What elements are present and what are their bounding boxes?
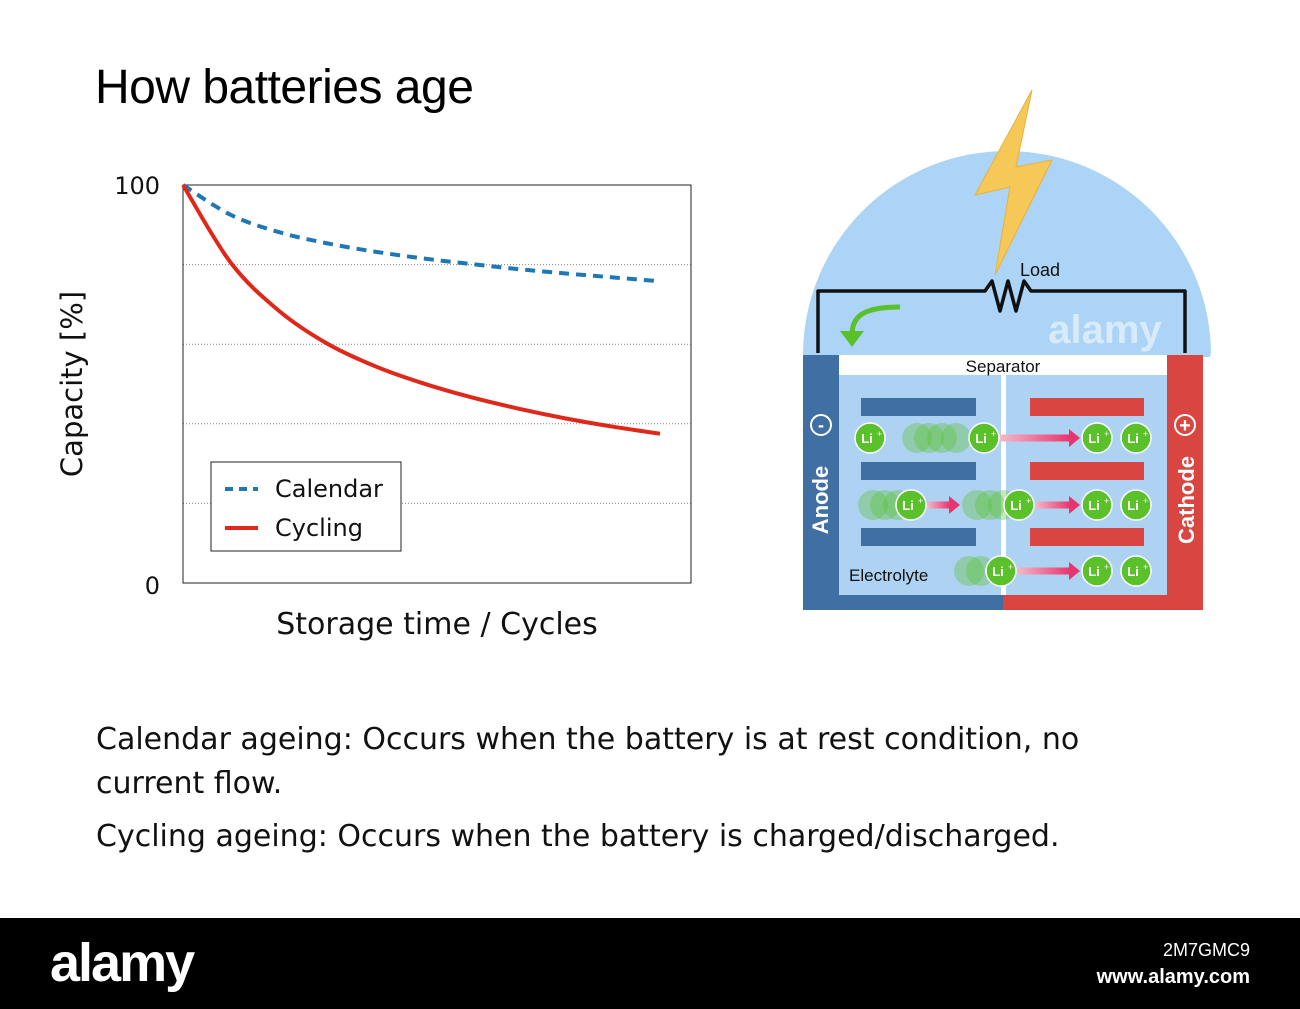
series-line-cycling [181, 183, 661, 436]
electrolyte-label: Electrolyte [849, 566, 928, 585]
anode-sign: - [818, 415, 824, 435]
background-circle [803, 151, 1211, 355]
ion-flow-arrow-icon [927, 496, 960, 514]
anode-plate [861, 528, 976, 546]
lithium-ion-icon: Li + [895, 489, 927, 521]
svg-text:+: + [877, 429, 882, 439]
lithium-ions: Li + Li + Li + Li + Li + Li + Li + Li + Li + Li + Li + [854, 422, 1152, 587]
svg-text:Li: Li [1088, 431, 1100, 446]
footer-image-id: 2M7GMC9 [1162, 940, 1250, 960]
svg-text:Li: Li [1127, 431, 1139, 446]
cathode-sign: + [1179, 415, 1191, 437]
svg-text:Li: Li [1010, 498, 1022, 513]
y-axis-label: Capacity [%] [55, 291, 89, 477]
footer-logo: alamy [50, 933, 195, 993]
lithium-ion-icon: Li + [1081, 555, 1113, 587]
lithium-ion-icon: Li + [1120, 489, 1152, 521]
footer-bar: alamy 2M7GMC9 www.alamy.com [0, 918, 1300, 1009]
svg-text:+: + [1104, 496, 1109, 506]
series-line-calendar [181, 183, 661, 284]
lithium-ion-icon: Li + [985, 555, 1017, 587]
ion-trail [962, 490, 992, 520]
anode-sign-icon: - [810, 414, 832, 436]
ion-trail [870, 490, 900, 520]
svg-text:Li: Li [861, 431, 873, 446]
load-wire [816, 279, 1187, 353]
lithium-ion-icon: Li + [968, 422, 1000, 454]
plot-frame [182, 184, 692, 584]
calendar-ageing-description: Calendar ageing: Occurs when the battery… [96, 722, 1080, 801]
cathode-plate [1030, 398, 1144, 416]
ion-trail [902, 423, 932, 453]
lightning-bolt-icon [974, 89, 1053, 276]
anode-plate [861, 462, 976, 480]
svg-text:+: + [991, 429, 996, 439]
lithium-ion-icon: Li + [1081, 489, 1113, 521]
anode-plates [861, 398, 976, 546]
series-group [181, 183, 661, 436]
battery-cell-diagram: Load Separator Anode Cathode - + Li+Li+L… [803, 89, 1211, 610]
legend-label-calendar: Calendar [275, 475, 383, 503]
cathode-plate [1030, 462, 1144, 480]
separator-band [839, 355, 1167, 375]
ion-flow-arrow-icon [1000, 429, 1080, 447]
anode-label: Anode [808, 466, 833, 534]
svg-text:Li: Li [1127, 498, 1139, 513]
separator-line [1001, 375, 1006, 595]
page-title: How batteries age [95, 61, 474, 114]
anode-plate [861, 398, 976, 416]
ion-flow-arrow-icon [1017, 562, 1080, 580]
y-tick-label-0: 0 [145, 572, 160, 600]
ion-trail [975, 490, 1005, 520]
lithium-ion-icon: Li + [1120, 422, 1152, 454]
lithium-ion-icon: Li + [1003, 489, 1035, 521]
legend: Calendar Cycling [210, 461, 402, 552]
ion-trail [858, 490, 888, 520]
ion-trail [941, 423, 971, 453]
diagram-watermark: alamy [1048, 308, 1162, 352]
lithium-ion-icon: Li + [1120, 555, 1152, 587]
lithium-ion-icon: Li + [854, 422, 886, 454]
cathode-plate [1030, 528, 1144, 546]
svg-text:+: + [1104, 562, 1109, 572]
ion-flow-arrow-icon [1035, 496, 1080, 514]
current-flow-arrowhead-icon [840, 331, 864, 347]
cathode-sign-icon: + [1174, 414, 1196, 437]
lithium-ion-icon: Li + [1081, 422, 1113, 454]
current-flow-arrow-icon [849, 304, 901, 336]
svg-text:+: + [1143, 562, 1148, 572]
legend-box [210, 461, 402, 552]
svg-text:+: + [918, 496, 923, 506]
cycling-ageing-description: Cycling ageing: Occurs when the battery … [96, 819, 1060, 854]
background-circle-base [804, 347, 1210, 357]
load-label: Load [1020, 260, 1060, 280]
ion-trail [927, 423, 957, 453]
svg-text:+: + [1008, 562, 1013, 572]
svg-text:+: + [1143, 496, 1148, 506]
separator-label: Separator [966, 357, 1041, 376]
anode-collector [803, 355, 839, 610]
svg-text:+: + [1104, 429, 1109, 439]
y-tick-label-100: 100 [114, 172, 160, 200]
ion-trail [914, 423, 944, 453]
collector-bottom-left [803, 595, 1003, 610]
footer-website: www.alamy.com [1096, 966, 1250, 988]
svg-text:Li: Li [992, 564, 1004, 579]
cathode-label: Cathode [1174, 456, 1199, 544]
ion-trail [954, 556, 984, 586]
svg-text:Li: Li [1127, 564, 1139, 579]
legend-label-cycling: Cycling [275, 514, 363, 542]
svg-text:Li: Li [902, 498, 914, 513]
cathode-plates [1030, 398, 1144, 546]
svg-text:Li: Li [975, 431, 987, 446]
capacity-chart: 100 0 Capacity [%] Storage time / Cycles… [55, 172, 692, 642]
x-axis-label: Storage time / Cycles [276, 607, 598, 642]
svg-text:+: + [1143, 429, 1148, 439]
cathode-collector [1167, 355, 1203, 610]
svg-text:Li: Li [1088, 564, 1100, 579]
svg-text:Li: Li [1088, 498, 1100, 513]
collector-bottom-right [1003, 595, 1203, 610]
svg-text:+: + [1026, 496, 1031, 506]
